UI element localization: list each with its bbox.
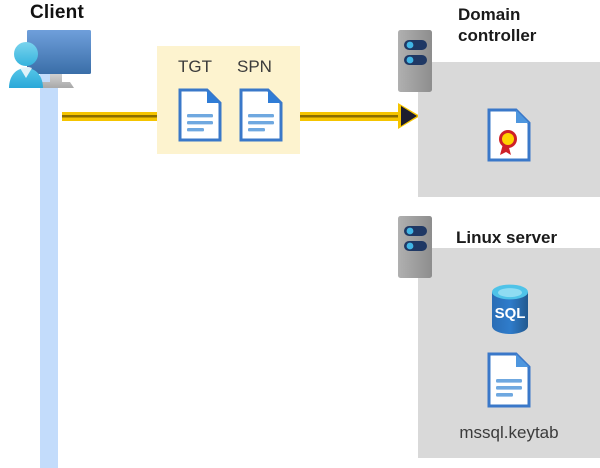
certificate-icon: [487, 108, 531, 167]
spn-document-icon: [239, 88, 283, 147]
tgt-document-icon: [178, 88, 222, 147]
tgt-label: TGT: [178, 57, 212, 76]
client-label: Client: [30, 2, 84, 23]
domain-controller-title-line1: Domain: [458, 5, 521, 24]
keytab-file-label: mssql.keytab: [459, 423, 559, 442]
linux-server-rack-icon: [398, 216, 432, 283]
linux-server-title: Linux server: [456, 228, 558, 247]
keytab-document-icon: [487, 352, 531, 413]
client-lifeline: [40, 70, 58, 468]
spn-label: SPN: [237, 57, 272, 76]
domain-controller-title: Domain controller: [458, 4, 598, 46]
sql-database-icon: SQL: [487, 283, 533, 340]
flow-line-right: [296, 112, 402, 121]
flow-line-left: [62, 112, 160, 121]
domain-controller-server-icon: [398, 30, 432, 97]
domain-controller-title-line2: controller: [458, 26, 537, 46]
user-with-monitor-icon: [6, 26, 106, 98]
sql-icon-text: SQL: [495, 305, 526, 322]
flow-arrow-head-icon: [401, 106, 417, 126]
